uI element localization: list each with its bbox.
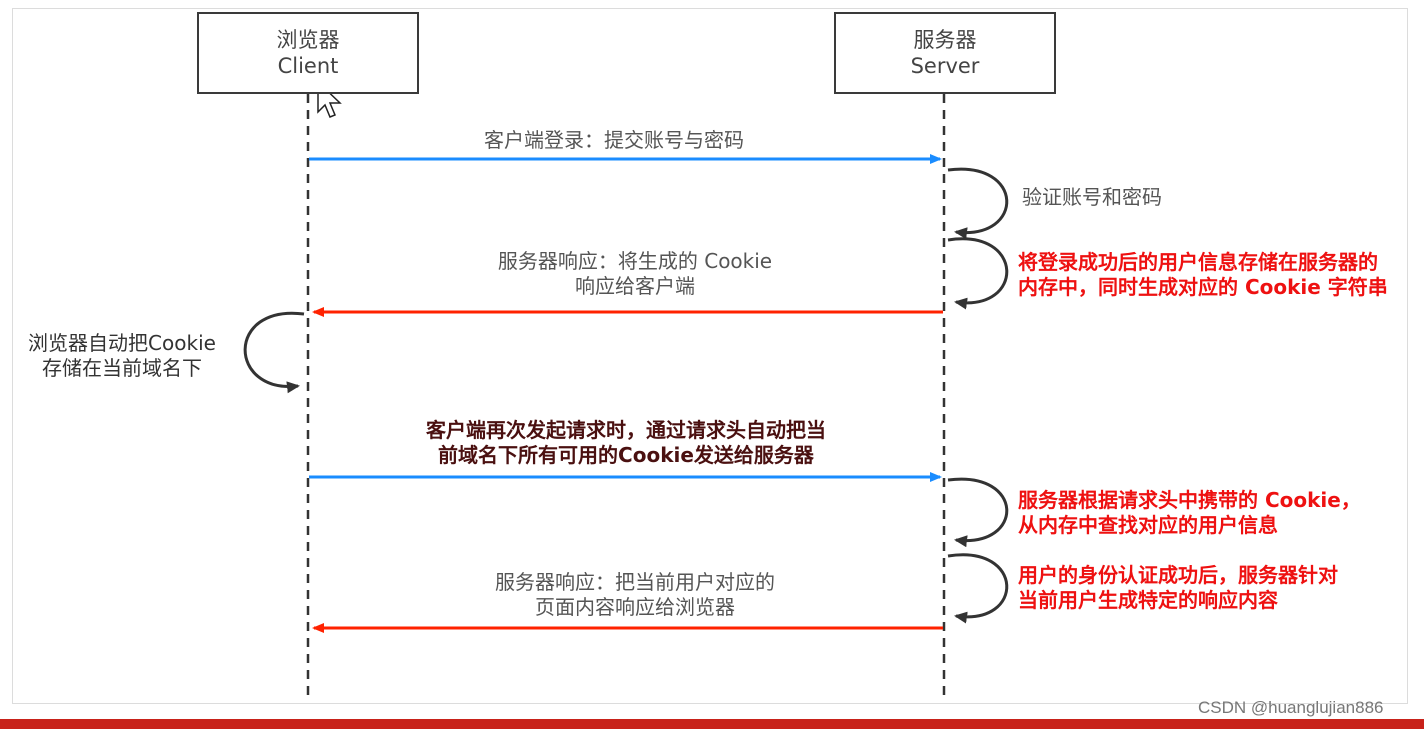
login-request-label: 客户端登录：提交账号与密码 bbox=[484, 128, 744, 153]
store-note-line1: 将登录成功后的用户信息存储在服务器的 bbox=[1018, 250, 1378, 274]
cookie-response-line2: 响应给客户端 bbox=[575, 274, 695, 298]
auth-loop-arrow bbox=[947, 553, 1009, 624]
login-request-text: 客户端登录：提交账号与密码 bbox=[484, 128, 744, 152]
store-loop-arrow bbox=[947, 237, 1009, 310]
lookup-note-line2: 从内存中查找对应的用户信息 bbox=[1018, 513, 1278, 537]
auth-note-line1: 用户的身份认证成功后，服务器针对 bbox=[1018, 563, 1338, 587]
lookup-note: 服务器根据请求头中携带的 Cookie， 从内存中查找对应的用户信息 bbox=[1018, 488, 1361, 538]
page-response-line1: 服务器响应：把当前用户对应的 bbox=[495, 570, 775, 594]
verify-note-text: 验证账号和密码 bbox=[1022, 185, 1162, 209]
browser-store-loop-arrow bbox=[243, 311, 305, 394]
page-response-label: 服务器响应：把当前用户对应的 页面内容响应给浏览器 bbox=[478, 570, 792, 620]
page-response-line2: 页面内容响应给浏览器 bbox=[535, 595, 735, 619]
auth-note: 用户的身份认证成功后，服务器针对 当前用户生成特定的响应内容 bbox=[1018, 563, 1338, 613]
server-box: 服务器 Server bbox=[834, 12, 1056, 94]
client-box: 浏览器 Client bbox=[197, 12, 419, 94]
browser-store-line1: 浏览器自动把Cookie bbox=[28, 331, 216, 355]
cookie-response-label: 服务器响应：将生成的 Cookie 响应给客户端 bbox=[482, 249, 788, 299]
client-title: 浏览器 bbox=[276, 28, 340, 52]
store-note: 将登录成功后的用户信息存储在服务器的 内存中，同时生成对应的 Cookie 字符… bbox=[1018, 250, 1388, 300]
watermark: CSDN @huanglujian886 bbox=[1198, 698, 1384, 717]
bottom-bar bbox=[0, 719, 1424, 729]
browser-store-line2: 存储在当前域名下 bbox=[42, 356, 202, 380]
lookup-loop-arrow bbox=[947, 477, 1009, 548]
subsequent-request-line1: 客户端再次发起请求时，通过请求头自动把当 bbox=[426, 418, 826, 442]
subsequent-request-label: 客户端再次发起请求时，通过请求头自动把当 前域名下所有可用的Cookie发送给服… bbox=[404, 418, 848, 468]
browser-store-note: 浏览器自动把Cookie 存储在当前域名下 bbox=[16, 331, 228, 381]
auth-note-line2: 当前用户生成特定的响应内容 bbox=[1018, 588, 1278, 612]
server-title: 服务器 bbox=[913, 28, 977, 52]
subsequent-request-line2: 前域名下所有可用的Cookie发送给服务器 bbox=[438, 443, 814, 467]
verify-note: 验证账号和密码 bbox=[1022, 185, 1162, 210]
server-subtitle: Server bbox=[910, 54, 980, 78]
cookie-response-line1: 服务器响应：将生成的 Cookie bbox=[497, 249, 773, 273]
lookup-note-line1: 服务器根据请求头中携带的 Cookie， bbox=[1018, 488, 1361, 512]
client-subtitle: Client bbox=[277, 54, 339, 78]
store-note-line2: 内存中，同时生成对应的 Cookie 字符串 bbox=[1018, 275, 1388, 299]
verify-loop-arrow bbox=[947, 167, 1009, 240]
